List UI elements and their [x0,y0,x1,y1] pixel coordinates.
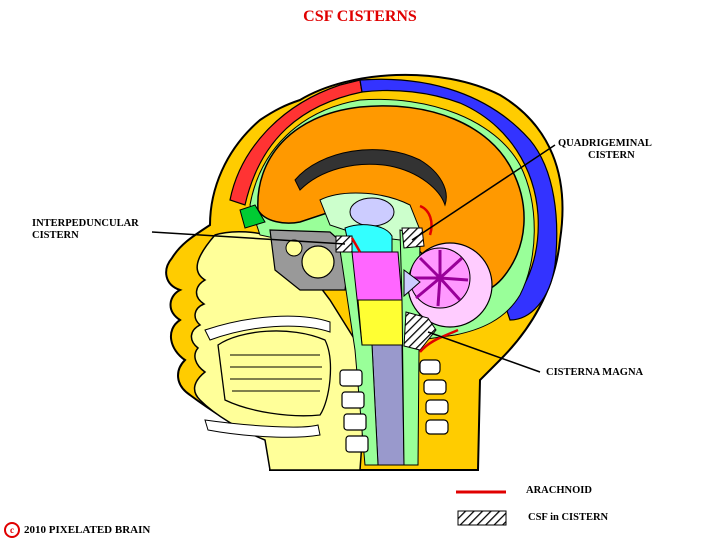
label-interpeduncular-line2: CISTERN [32,230,79,241]
csf-front [339,249,379,466]
frontal-sinus [239,204,266,229]
palate [204,315,331,341]
pointer-interpeduncular [151,231,346,245]
legend-csf-label: CSF in CISTERN [528,512,609,523]
label-interpeduncular-line1: INTERPEDUNCULAR [32,218,139,229]
tongue [217,330,332,417]
tongue-lines [230,354,322,392]
arachnoid-lower [419,328,459,353]
sphenoid-sinus [301,245,335,279]
cisterna-magna [403,311,437,351]
copyright: c 2010 PIXELATED BRAIN [4,522,150,538]
legend-csf-swatch [457,510,507,526]
label-quadrigeminal: QUADRIGEMINAL CISTERN [558,138,652,162]
arachnoid-front [350,237,362,253]
copyright-icon: c [4,522,20,538]
pons [348,251,403,301]
arbor-vitae [412,250,469,307]
quadrigeminal-cistern [401,227,425,249]
corpus-callosum [294,149,447,207]
pointer-cisterna-magna [427,331,541,373]
pointer-quadrigeminal [411,144,556,241]
copyright-text: 2010 PIXELATED BRAIN [24,524,151,536]
label-cisterna-magna: CISTERNA MAGNA [546,367,644,378]
jaw [204,419,321,438]
medulla [357,299,405,346]
cervical-vertebrae [339,359,449,453]
fourth-ventricle [403,269,421,298]
arachnoid-upper [419,204,433,236]
page-title: CSF CISTERNS [303,8,417,25]
label-interpeduncular: INTERPEDUNCULAR CISTERN [32,218,139,242]
legend-arachnoid-label: ARACHNOID [526,485,592,496]
thalamus [349,197,395,227]
label-quadrigeminal-line2: CISTERN [588,150,635,161]
label-quadrigeminal-line1: QUADRIGEMINAL [558,138,652,149]
superior-sinus-blue [359,78,558,321]
